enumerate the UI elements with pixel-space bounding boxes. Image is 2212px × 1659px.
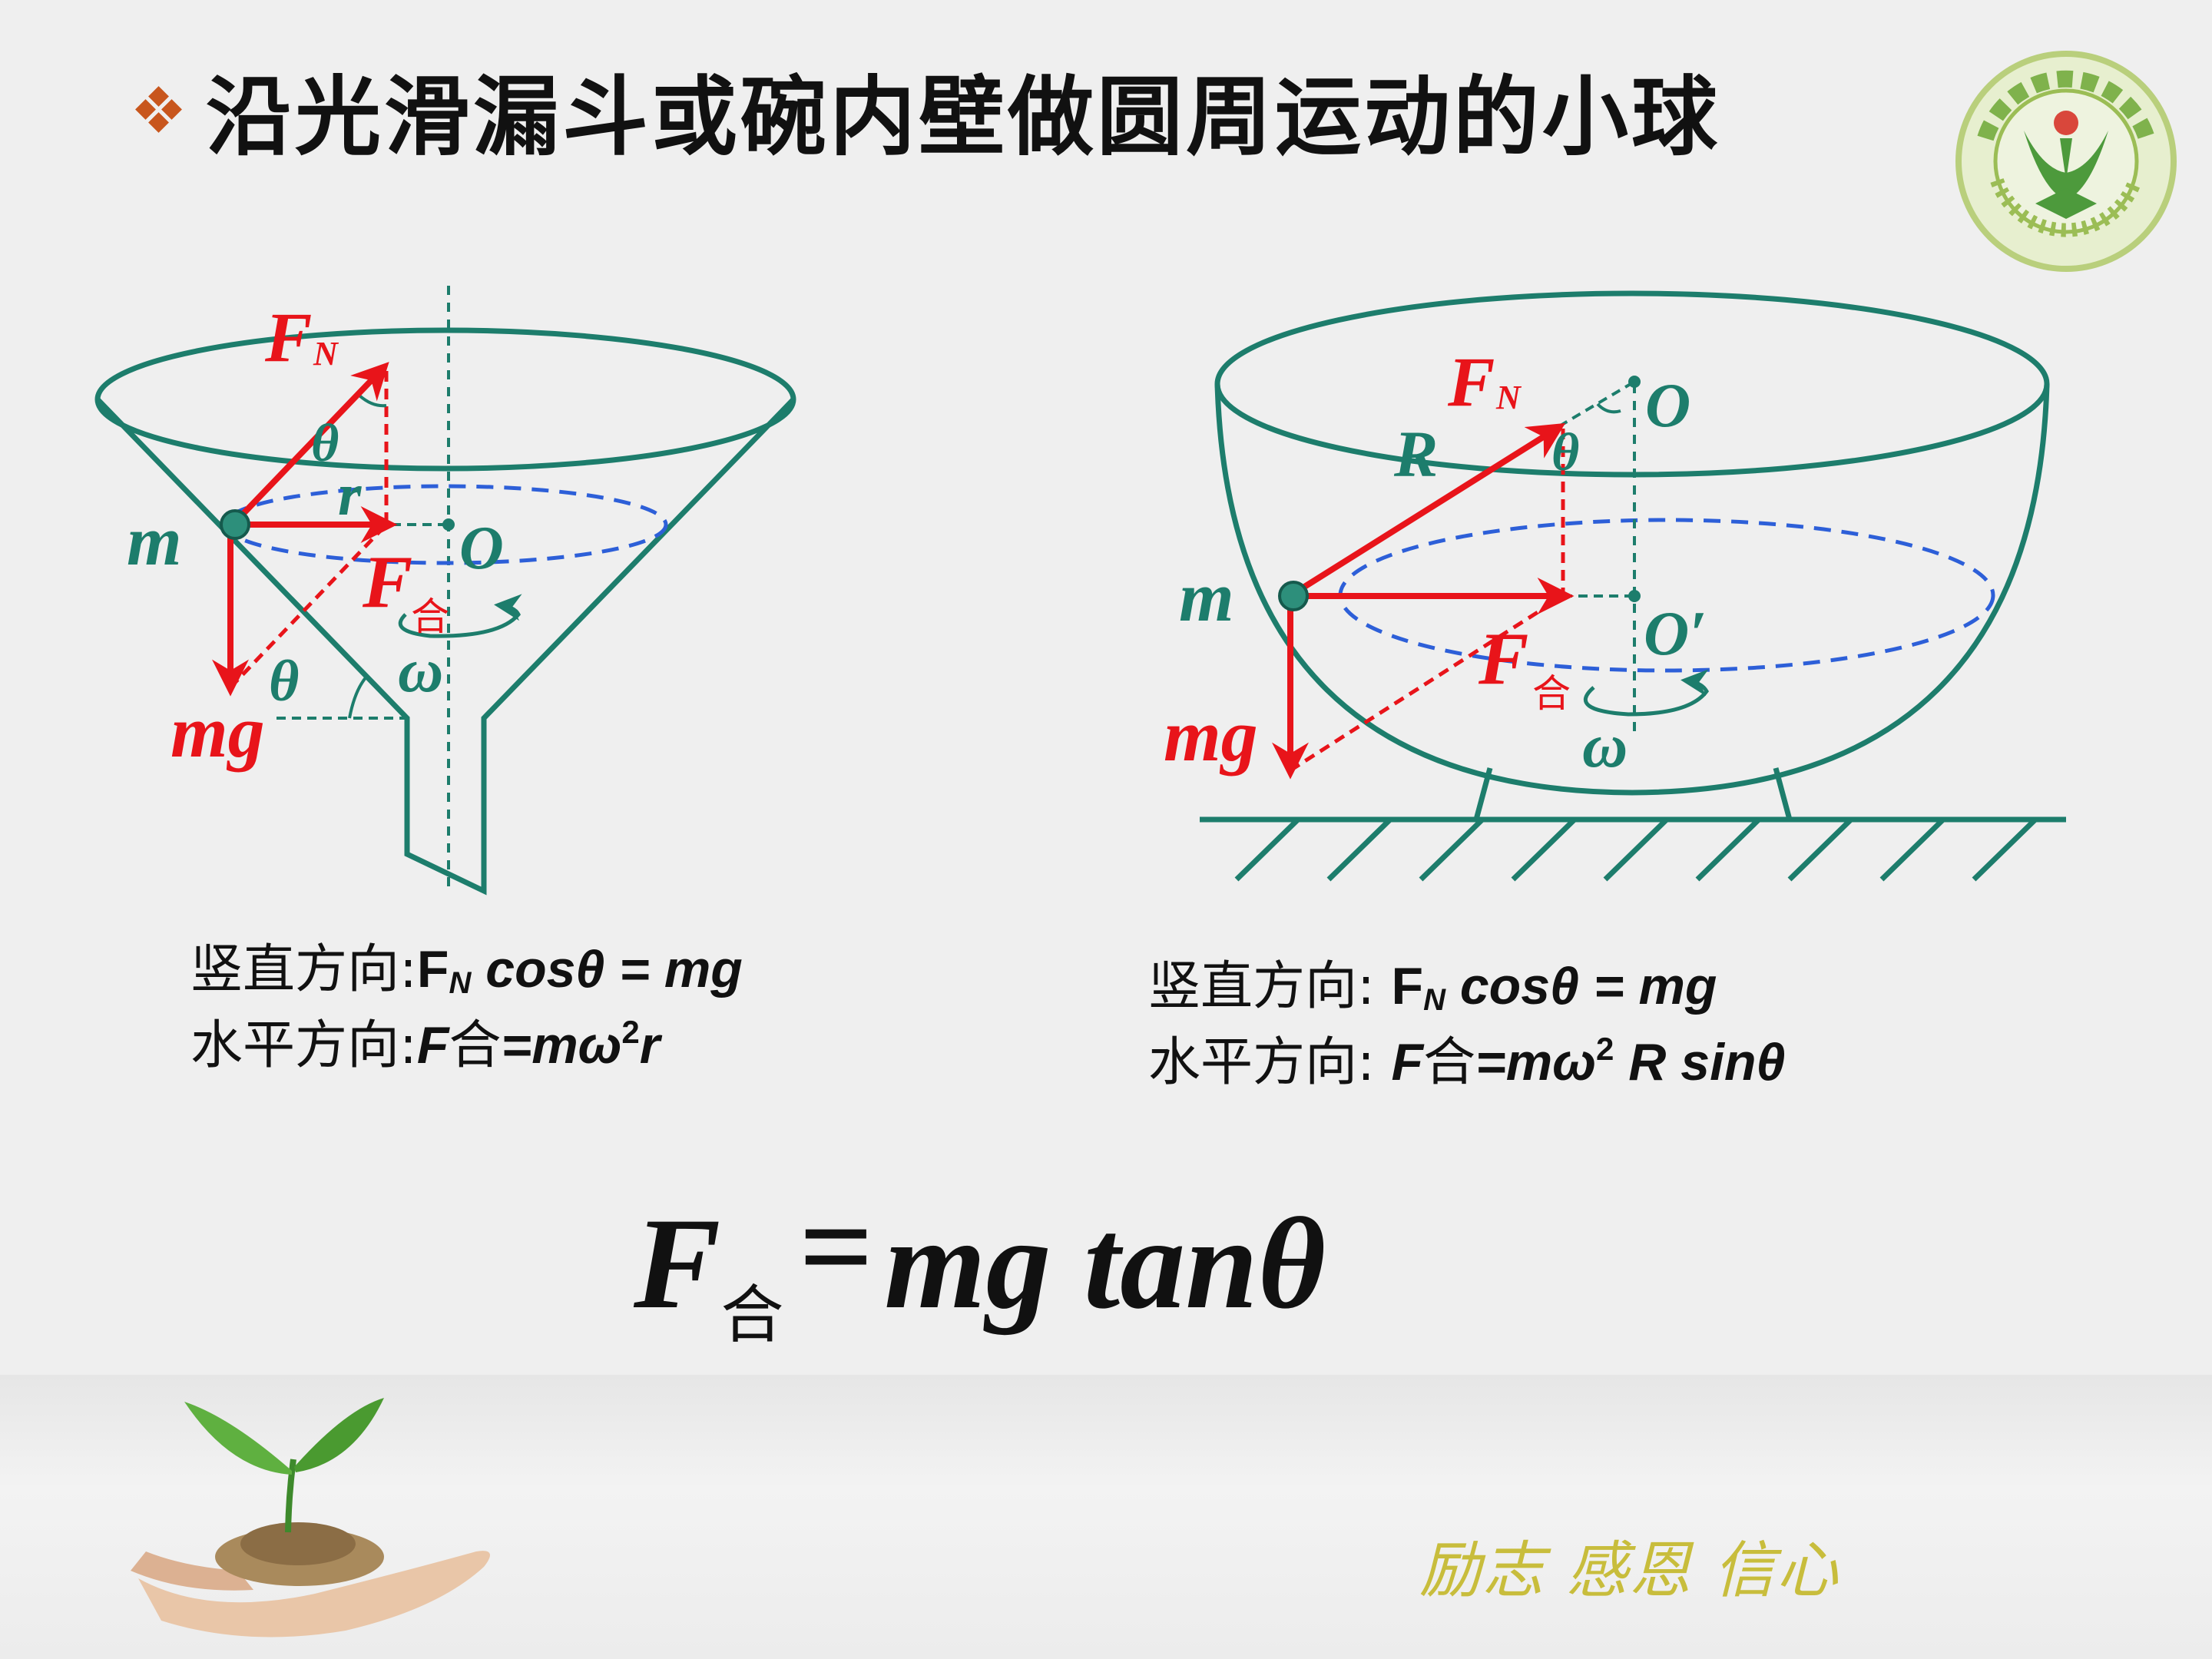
funnel-label-o: O (459, 515, 504, 582)
bowl-radius-top (1558, 380, 1636, 428)
bowl-label-mg: mg (1164, 694, 1258, 777)
bowl-label-r: R (1393, 417, 1438, 491)
funnel-label-fn-sub: N (313, 335, 339, 373)
funnel-resultant-dashed (229, 523, 388, 689)
bowl-label-f-sub: 合 (1532, 671, 1571, 716)
funnel-label-f-sub: 合 (411, 594, 449, 639)
left-eq-vertical: 竖直方向:FN cosθ = mg (190, 939, 743, 1000)
bowl-label-m: m (1179, 558, 1234, 636)
funnel-label-omega: ω (398, 635, 443, 705)
title-text: 沿光滑漏斗或碗内壁做圆周运动的小球 (206, 68, 1720, 167)
right-eq-vertical: 竖直方向: FN cosθ = mg (1148, 956, 1717, 1017)
funnel-label-m: m (127, 502, 182, 580)
funnel-angle-arc-bottom (348, 674, 369, 719)
bowl-rotation-arrow (1583, 669, 1709, 717)
funnel-ball (220, 509, 250, 540)
funnel-rotation-arrow (398, 594, 522, 638)
bowl-label-f: F (1478, 618, 1528, 700)
slogan: 励志 感恩 信心 (1419, 1535, 1839, 1606)
funnel-center-dot (442, 518, 455, 531)
funnel-fn-arrow (233, 362, 389, 525)
funnel-cone (95, 397, 796, 896)
bowl-label-theta: θ (1551, 423, 1579, 482)
bowl-ball (1278, 581, 1309, 611)
bowl-body (1214, 383, 2050, 796)
summary-equation: F合=mg tanθ (634, 1174, 1326, 1352)
funnel-label-r: r (338, 461, 362, 528)
left-eq-horizontal: 水平方向:F合=mω2r (190, 1014, 661, 1076)
funnel-label-mg: mg (171, 690, 265, 773)
bowl-angle-arc (1596, 402, 1621, 414)
funnel-label-theta-top: θ (311, 414, 339, 473)
bowl-label-omega: ω (1582, 710, 1628, 780)
bowl-label-o-prime: O′ (1644, 598, 1707, 668)
ground-hatching (1234, 817, 2038, 882)
slide-title: 沿光滑漏斗或碗内壁做圆周运动的小球 (135, 52, 1720, 167)
seedling-in-hand-icon (131, 1398, 490, 1637)
bowl-fn-arrow (1291, 422, 1566, 597)
right-eq-horizontal: 水平方向: F合=mω2 R sinθ (1148, 1031, 1786, 1093)
school-logo-icon (1955, 51, 2177, 272)
funnel-label-theta-bottom: θ (269, 649, 299, 714)
bowl-label-fn-sub: N (1495, 379, 1522, 416)
funnel-label-fn: F (264, 298, 312, 376)
bowl-resultant-dashed (1289, 594, 1565, 773)
funnel-label-f: F (362, 541, 412, 624)
bowl-orbit-center-dot (1628, 590, 1641, 602)
bowl-label-fn: F (1447, 343, 1495, 421)
bowl-label-o: O (1645, 370, 1690, 440)
